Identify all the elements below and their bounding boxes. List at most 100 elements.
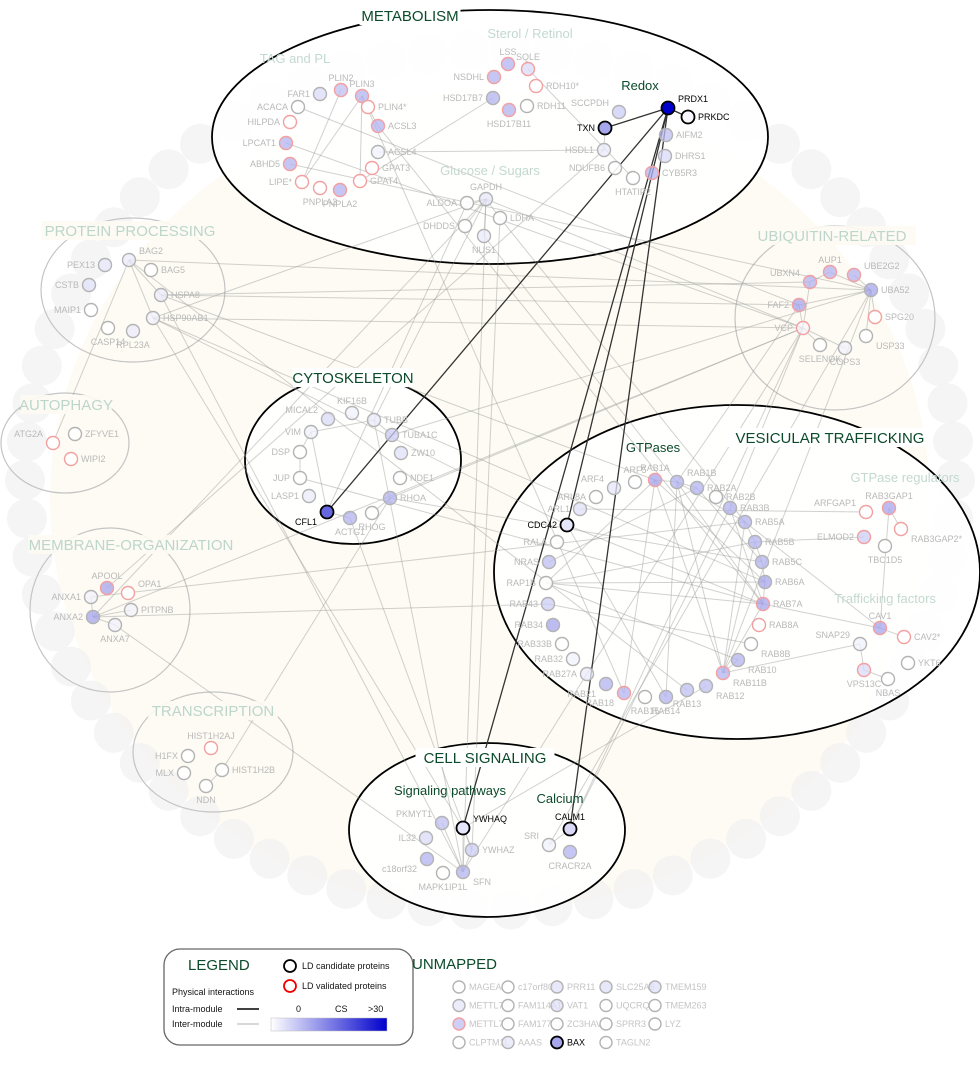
protein-node-rab13[interactable]: RAB13: [673, 682, 702, 710]
protein-node-aaas[interactable]: AAAS: [501, 1035, 542, 1050]
protein-node-clptm1l[interactable]: CLPTM1L: [452, 1035, 510, 1050]
protein-node-cops3[interactable]: COPS3: [830, 340, 861, 368]
protein-node-gpat3[interactable]: GPAT3: [364, 160, 411, 176]
protein-node-rab34[interactable]: RAB34: [514, 617, 561, 633]
protein-node-mettl7a[interactable]: METTL7A: [452, 998, 510, 1013]
protein-node-htatip2[interactable]: HTATIP2: [615, 170, 651, 198]
protein-node-sri[interactable]: SRI: [524, 831, 557, 853]
protein-node-zc3hav1[interactable]: ZC3HAV1: [550, 1017, 607, 1031]
protein-node-rhoa[interactable]: RHOA: [382, 490, 427, 506]
protein-node-ube2g2[interactable]: UBE2G2: [846, 261, 900, 283]
protein-node-rab33b[interactable]: RAB33B: [517, 636, 570, 652]
protein-node-arf5[interactable]: ARF5: [623, 465, 647, 490]
protein-node-abhd5[interactable]: ABHD5: [250, 156, 298, 172]
protein-node-cav1[interactable]: CAV1: [869, 611, 892, 636]
protein-node-rab10[interactable]: RAB10: [730, 652, 777, 676]
protein-node-rab5b[interactable]: RAB5B: [747, 534, 795, 550]
protein-node-arl1[interactable]: ARL1: [547, 501, 588, 517]
protein-node-hspa8[interactable]: HSPA8: [153, 287, 200, 303]
protein-node-bag2[interactable]: BAG2: [121, 246, 164, 268]
protein-node-rab8b[interactable]: RAB8B: [743, 636, 791, 660]
protein-node-ywhaz[interactable]: YWHAZ: [464, 842, 516, 858]
protein-node-txn[interactable]: TXN: [577, 120, 613, 136]
protein-node-rdh10[interactable]: RDH10*: [528, 78, 580, 94]
protein-node-aldoa[interactable]: ALDOA: [426, 195, 475, 211]
protein-node-rab1b[interactable]: RAB1B: [669, 468, 717, 490]
protein-node-lpcat1[interactable]: LPCAT1: [243, 135, 294, 151]
protein-node-sccpdh[interactable]: SCCPDH: [571, 98, 627, 120]
protein-node-atg2a[interactable]: ATG2A: [14, 429, 61, 451]
protein-node-lipe[interactable]: LIPE*: [269, 174, 310, 190]
protein-node-ywhaq[interactable]: YWHAQ: [455, 814, 508, 836]
protein-node-nus1[interactable]: NUS1: [472, 228, 496, 256]
protein-node-hist1h2aj[interactable]: HIST1H2AJ: [187, 731, 235, 756]
protein-node-tbc1d5[interactable]: TBC1D5: [868, 538, 903, 566]
protein-node-wipi2[interactable]: WIPI2: [63, 451, 106, 467]
protein-node-far1[interactable]: FAR1: [287, 86, 328, 102]
protein-node-lasp1[interactable]: LASP1: [271, 488, 317, 504]
protein-node-usp33[interactable]: USP33: [858, 328, 905, 352]
protein-node-rab3gap1[interactable]: RAB3GAP1: [865, 491, 913, 516]
protein-node-rab5a[interactable]: RAB5A: [737, 514, 785, 530]
protein-node-mical2[interactable]: MICAL2: [285, 405, 336, 427]
protein-node-tubb[interactable]: TUBB: [366, 412, 409, 428]
protein-node-maip1[interactable]: MAIP1: [54, 302, 99, 318]
protein-node-snap29[interactable]: SNAP29: [815, 630, 868, 652]
protein-node-prkdc[interactable]: PRKDC: [680, 109, 731, 125]
protein-node-rab14[interactable]: RAB14: [652, 689, 681, 717]
protein-node-selenok[interactable]: SELENOK: [799, 337, 842, 365]
protein-node-rab11b[interactable]: RAB11B: [715, 665, 767, 689]
protein-node-dhrs1[interactable]: DHRS1: [657, 148, 706, 164]
protein-node-rab18[interactable]: RAB18: [585, 685, 632, 709]
protein-node-cdc42[interactable]: CDC42: [527, 517, 575, 533]
protein-node-jup[interactable]: JUP: [273, 470, 308, 486]
protein-node-uqcrq[interactable]: UQCRQ: [599, 998, 650, 1013]
protein-node-hsp90ab1[interactable]: HSP90AB1: [145, 310, 209, 326]
protein-node-rpl23a[interactable]: RPL23A: [116, 323, 150, 351]
protein-node-rab5c[interactable]: RAB5C: [754, 554, 803, 570]
protein-node-gpat4[interactable]: GPAT4: [352, 173, 399, 189]
protein-node-cracr2a[interactable]: CRACR2A: [548, 844, 592, 872]
protein-node-rab15[interactable]: RAB15: [631, 689, 660, 717]
protein-node-anxa7[interactable]: ANXA7: [100, 617, 130, 645]
protein-node-sprr3[interactable]: SPRR3: [599, 1017, 646, 1031]
protein-node-pitpnb[interactable]: PITPNB: [123, 602, 174, 618]
protein-node-uba52[interactable]: UBA52: [863, 282, 910, 298]
protein-node-h1fx[interactable]: H1FX: [155, 748, 196, 764]
protein-node-actg1[interactable]: ACTG1: [335, 510, 365, 538]
protein-node-ubxn4[interactable]: UBXN4: [770, 268, 818, 290]
protein-node-dsp[interactable]: DSP: [271, 444, 308, 460]
protein-node-cyb5r3[interactable]: CYB5R3: [644, 165, 698, 181]
protein-node-sqle[interactable]: SQLE: [516, 52, 540, 77]
protein-node-il32[interactable]: IL32: [398, 830, 434, 846]
protein-node-fam114a1[interactable]: FAM114A1: [501, 998, 562, 1013]
protein-node-rap1b[interactable]: RAP1B: [506, 575, 554, 591]
protein-node-anxa1[interactable]: ANXA1: [51, 589, 99, 605]
protein-node-dhdds[interactable]: DHDDS: [423, 218, 473, 234]
protein-node-rab3gap2[interactable]: RAB3GAP2*: [893, 521, 963, 545]
protein-node-casp14[interactable]: CASP14: [91, 320, 126, 348]
protein-node-rab7a[interactable]: RAB7A: [755, 596, 803, 612]
protein-node-apool[interactable]: APOOL: [91, 571, 123, 596]
protein-node-hsdl1[interactable]: HSDL1: [565, 142, 612, 158]
protein-node-nde1[interactable]: NDE1: [392, 470, 435, 486]
protein-node-tmem159[interactable]: TMEM159: [648, 980, 707, 994]
protein-node-ldha[interactable]: LDHA: [492, 210, 535, 226]
protein-node-rab1a[interactable]: RAB1A: [640, 463, 670, 488]
protein-node-vim[interactable]: VIM: [285, 424, 319, 440]
protein-node-plin4[interactable]: PLIN4*: [360, 99, 408, 115]
protein-node-pnpla2[interactable]: PNPLA2: [323, 182, 358, 210]
protein-node-lyz[interactable]: LYZ: [648, 1017, 681, 1031]
protein-node-rab12[interactable]: RAB12: [698, 678, 745, 702]
protein-node-rab8a[interactable]: RAB8A: [751, 617, 799, 633]
protein-node-rab6a[interactable]: RAB6A: [757, 574, 805, 590]
protein-node-prr11[interactable]: PRR11: [550, 980, 595, 994]
protein-node-tagln2[interactable]: TAGLN2: [599, 1035, 650, 1050]
protein-node-slc25a5[interactable]: SLC25A5: [599, 980, 655, 994]
protein-node-calm1[interactable]: CALM1: [555, 812, 585, 837]
protein-node-nsdhl[interactable]: NSDHL: [453, 69, 502, 85]
protein-node-prdx1[interactable]: PRDX1: [660, 94, 709, 116]
protein-node-rab3b[interactable]: RAB3B: [722, 500, 770, 516]
protein-node-ykt6[interactable]: YKT6: [900, 655, 941, 671]
protein-node-rab2b[interactable]: RAB2B: [708, 489, 756, 505]
